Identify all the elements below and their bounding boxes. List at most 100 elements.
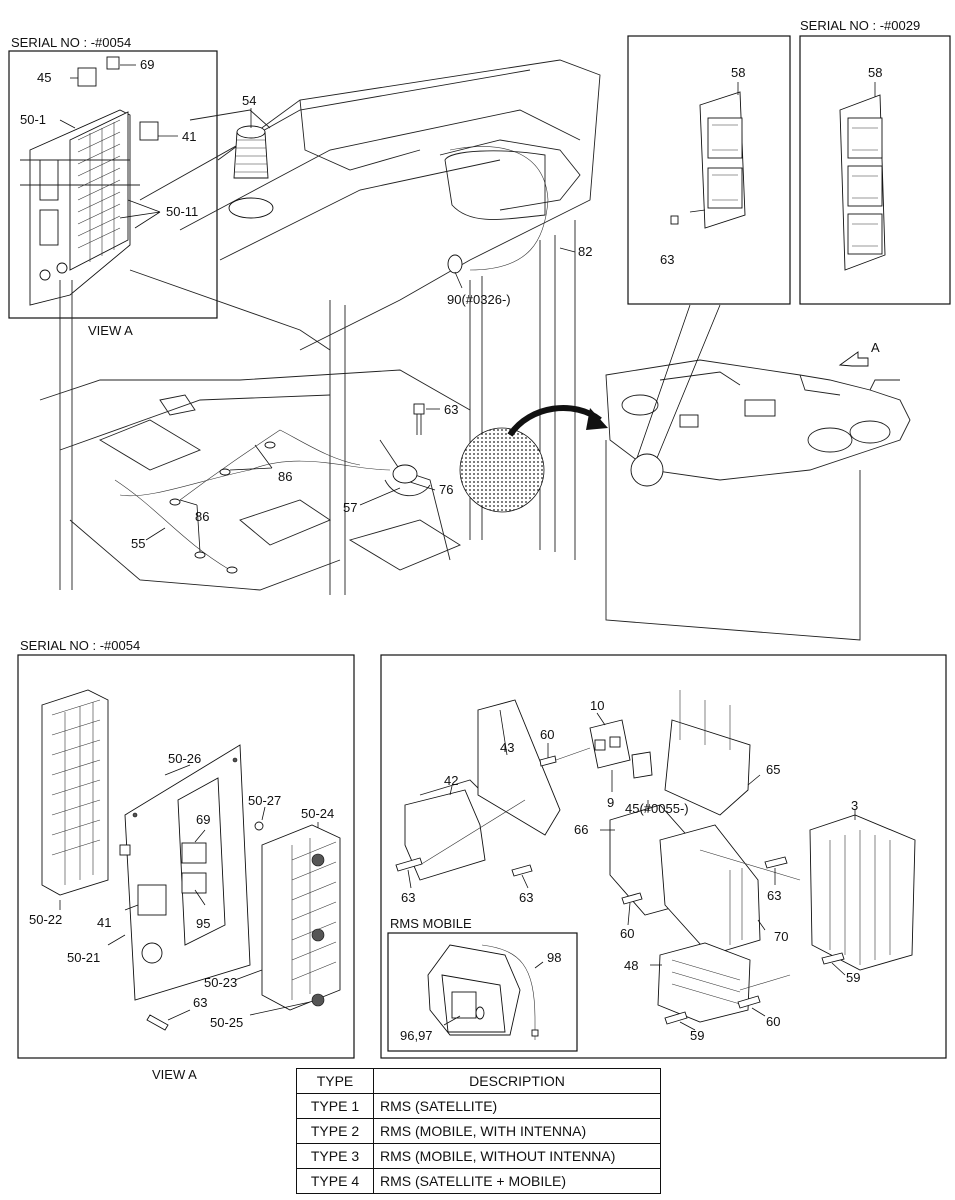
- callout-59-a: 59: [846, 970, 860, 985]
- rms-mobile-unit: [427, 944, 539, 1040]
- callout-63-bottom-left: 63: [193, 995, 207, 1010]
- callout-55: 55: [131, 536, 145, 551]
- callout-41: 41: [182, 129, 196, 144]
- relay-panel-58-a: [670, 91, 746, 229]
- leaders-bottom-left: [59, 764, 319, 1021]
- type-cell: TYPE 2: [296, 1118, 374, 1144]
- callout-45: 45: [37, 70, 51, 85]
- callout-43: 43: [500, 740, 514, 755]
- callout-86-a: 86: [278, 469, 292, 484]
- callout-50-22: 50-22: [29, 912, 62, 927]
- callout-65: 65: [766, 762, 780, 777]
- rms-mobile-frame: [387, 932, 578, 1052]
- view-a-label-bottom: VIEW A: [152, 1067, 197, 1082]
- callout-45-b: 45(#0055-): [625, 801, 689, 816]
- callout-63-top: 63: [444, 402, 458, 417]
- callout-57: 57: [343, 500, 357, 515]
- callout-63-d: 63: [401, 890, 415, 905]
- callout-90: 90(#0326-): [447, 292, 511, 307]
- description-cell: RMS (MOBILE, WITHOUT INTENNA): [373, 1143, 661, 1169]
- callout-60-a: 60: [540, 727, 554, 742]
- leaders-top-left: [59, 64, 178, 229]
- callout-50-1: 50-1: [20, 112, 46, 127]
- callout-58-a: 58: [731, 65, 745, 80]
- type-cell: TYPE 3: [296, 1143, 374, 1169]
- callout-69-b: 69: [196, 812, 210, 827]
- callout-10: 10: [590, 698, 604, 713]
- rms-parts: [395, 699, 916, 1025]
- rms-dash-lines: [419, 690, 801, 991]
- type-table-header-description: DESCRIPTION: [373, 1068, 661, 1094]
- bolt-63-top: [413, 403, 425, 435]
- callout-50-26: 50-26: [168, 751, 201, 766]
- plate-50-21: [124, 744, 251, 1001]
- relay-panel-frame-2: [799, 35, 951, 305]
- callout-66: 66: [574, 822, 588, 837]
- callout-42: 42: [444, 773, 458, 788]
- description-cell: RMS (SATELLITE): [373, 1093, 661, 1119]
- rms-assembly-frame: [380, 654, 947, 1059]
- callout-3: 3: [851, 798, 858, 813]
- callout-50-27: 50-27: [248, 793, 281, 808]
- description-cell: RMS (SATELLITE + MOBILE): [373, 1168, 661, 1194]
- console-panel: [605, 359, 911, 641]
- fuse-box-50-23: [261, 824, 341, 1011]
- callout-63-f: 63: [767, 888, 781, 903]
- antenna-base-54: [228, 125, 274, 219]
- callout-60-b: 60: [620, 926, 634, 941]
- serial-label-top-right: SERIAL NO : -#0029: [800, 18, 920, 33]
- mesh-circle: [459, 427, 545, 513]
- clamp-76: [384, 464, 431, 497]
- description-cell: RMS (MOBILE, WITH INTENNA): [373, 1118, 661, 1144]
- clips-86: [169, 441, 276, 574]
- callout-59-b: 59: [690, 1028, 704, 1043]
- callout-70: 70: [774, 929, 788, 944]
- cab-structure: [20, 59, 601, 595]
- fuse-block-50-22: [41, 689, 109, 896]
- callout-50-21: 50-21: [67, 950, 100, 965]
- callout-69: 69: [140, 57, 154, 72]
- rms-mobile-label: RMS MOBILE: [390, 916, 472, 931]
- callout-50-11: 50-11: [166, 204, 198, 219]
- relay-panel-58-b: [839, 94, 886, 271]
- callout-50-23: 50-23: [204, 975, 237, 990]
- callout-95: 95: [196, 916, 210, 931]
- type-table-header-type: TYPE: [296, 1068, 374, 1094]
- callout-86-b: 86: [195, 509, 209, 524]
- callout-50-24: 50-24: [301, 806, 334, 821]
- bolts-bottom-left: [146, 821, 264, 1031]
- callout-54: 54: [242, 93, 256, 108]
- serial-label-bottom-left: SERIAL NO : -#0054: [20, 638, 140, 653]
- fuse-box-top: [29, 56, 159, 306]
- type-cell: TYPE 4: [296, 1168, 374, 1194]
- type-cell: TYPE 1: [296, 1093, 374, 1119]
- table-row: TYPE 4 RMS (SATELLITE + MOBILE): [296, 1168, 661, 1194]
- callout-48: 48: [624, 958, 638, 973]
- callout-82: 82: [578, 244, 592, 259]
- callout-76: 76: [439, 482, 453, 497]
- table-row: TYPE 3 RMS (MOBILE, WITHOUT INTENNA): [296, 1143, 661, 1169]
- grommet-90: [447, 254, 463, 274]
- type-table-header-row: TYPE DESCRIPTION: [296, 1068, 661, 1094]
- leaders-top-center: [145, 108, 576, 553]
- leaders-rms: [407, 709, 856, 1031]
- relays-69-95-41: [119, 842, 207, 916]
- callout-63-panel: 63: [660, 252, 674, 267]
- serial-label-top-left: SERIAL NO : -#0054: [11, 35, 131, 50]
- callout-98: 98: [547, 950, 561, 965]
- callout-41-b: 41: [97, 915, 111, 930]
- view-arrow-a: [838, 351, 869, 367]
- table-row: TYPE 2 RMS (MOBILE, WITH INTENNA): [296, 1118, 661, 1144]
- type-table: TYPE DESCRIPTION TYPE 1 RMS (SATELLITE) …: [296, 1068, 661, 1194]
- callout-58-b: 58: [868, 65, 882, 80]
- relay-panel-frame-1: [627, 35, 791, 305]
- callout-60-c: 60: [766, 1014, 780, 1029]
- view-a-label-top: VIEW A: [88, 323, 133, 338]
- leaders-console: [636, 304, 721, 459]
- view-arrow-label: A: [871, 340, 880, 355]
- callout-96-97: 96,97: [400, 1028, 433, 1043]
- callout-50-25: 50-25: [210, 1015, 243, 1030]
- callout-63-e: 63: [519, 890, 533, 905]
- table-row: TYPE 1 RMS (SATELLITE): [296, 1093, 661, 1119]
